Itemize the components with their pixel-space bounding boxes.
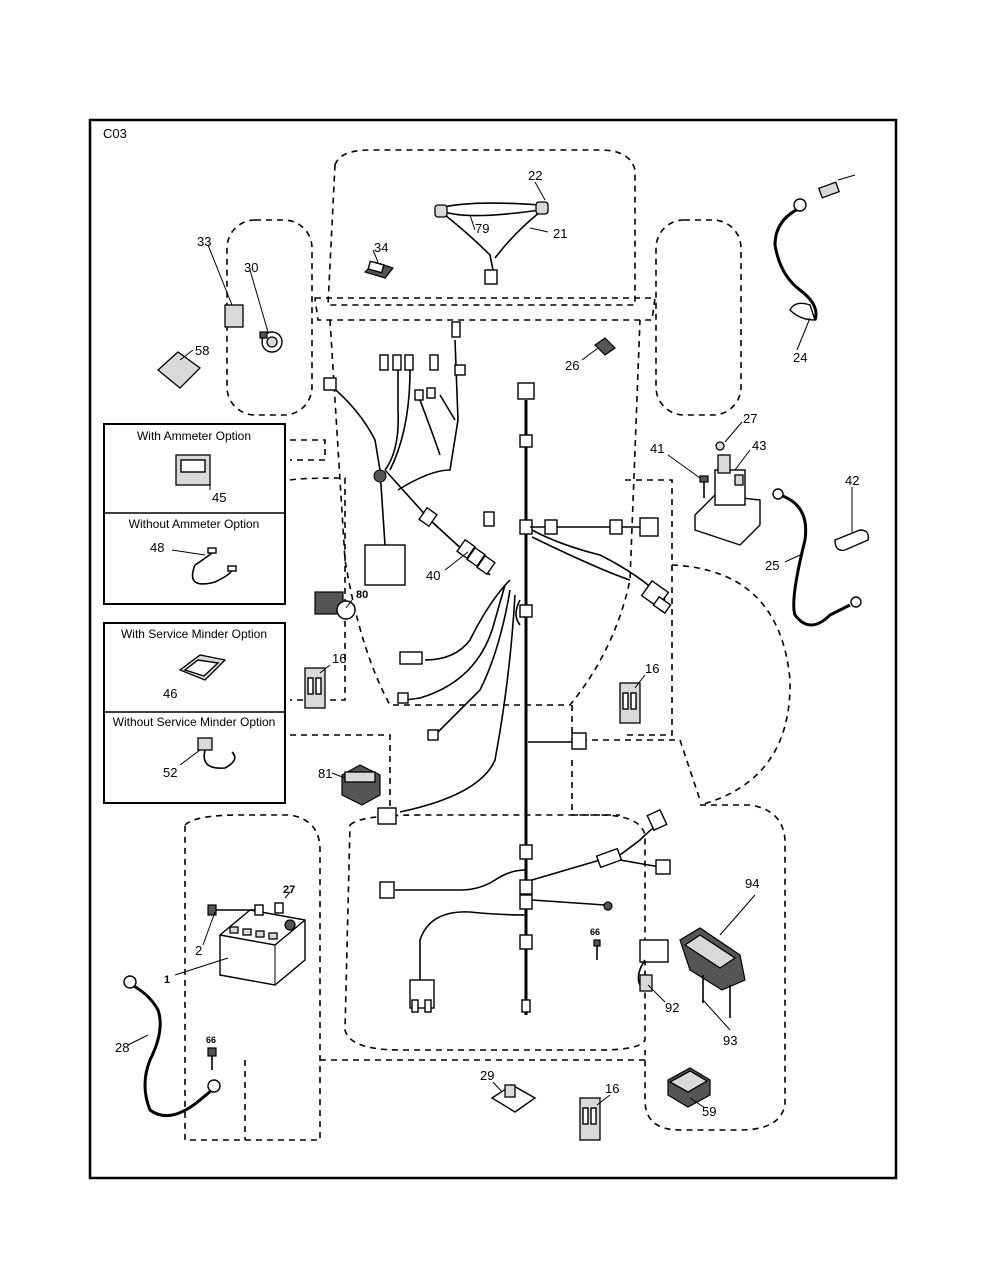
callout-16a: 16 <box>332 651 346 666</box>
callout-58: 58 <box>195 343 209 358</box>
callout-66b: 66 <box>206 1035 216 1045</box>
screw-66a-icon <box>593 939 601 960</box>
hour-meter-59-icon <box>667 1067 711 1108</box>
ammeter-gauge-icon <box>175 454 211 490</box>
callout-92: 92 <box>665 1000 679 1015</box>
seat-switch-connector-icon <box>409 979 435 1013</box>
callout-16b: 16 <box>645 661 659 676</box>
battery-icon <box>207 891 306 986</box>
minder-with-label: With Service Minder Option <box>121 627 267 641</box>
minder-without-label: Without Service Minder Option <box>113 715 276 729</box>
callout-21: 21 <box>553 226 567 241</box>
module-29-icon <box>490 1084 537 1113</box>
relay-80-icon <box>314 591 356 620</box>
callout-leaders <box>127 181 853 1109</box>
callout-40: 40 <box>426 568 440 583</box>
callout-93: 93 <box>723 1033 737 1048</box>
fuse-26-icon <box>594 337 616 356</box>
connector-16a-icon <box>304 667 326 709</box>
callout-42: 42 <box>845 473 859 488</box>
callout-27a: 27 <box>743 411 757 426</box>
callout-80: 80 <box>356 589 368 601</box>
ammeter-option-box: With Ammeter Option Without Ammeter Opti… <box>103 423 286 605</box>
callout-1: 1 <box>164 974 170 986</box>
service-minder-module-icon <box>178 654 227 681</box>
ammeter-jumper-wire-icon <box>171 547 237 585</box>
main-wire-harness <box>323 201 672 1015</box>
diagram-code: C03 <box>103 126 127 141</box>
callout-66a: 66 <box>590 927 600 937</box>
connector-16b-icon <box>619 682 641 724</box>
callout-43: 43 <box>752 438 766 453</box>
ignition-switch-icon <box>224 304 283 353</box>
callout-46: 46 <box>163 686 177 701</box>
callout-81: 81 <box>318 766 332 781</box>
callout-26: 26 <box>565 358 579 373</box>
callout-28: 28 <box>115 1040 129 1055</box>
starter-solenoid-43-icon <box>694 441 761 546</box>
callout-numbers: 22 21 79 34 33 30 58 26 24 27 41 43 42 2… <box>115 168 859 1119</box>
key-58-icon <box>157 351 201 389</box>
callout-27b: 27 <box>283 884 295 896</box>
switch-34-icon <box>363 260 395 279</box>
callout-24: 24 <box>793 350 807 365</box>
service-minder-plug-icon <box>179 737 236 769</box>
connector-16c-icon <box>579 1097 601 1141</box>
callout-52: 52 <box>163 765 177 780</box>
callout-25: 25 <box>765 558 779 573</box>
callout-59: 59 <box>702 1104 716 1119</box>
callout-34: 34 <box>374 240 388 255</box>
callout-33: 33 <box>197 234 211 249</box>
callout-48: 48 <box>150 540 164 555</box>
callout-79: 79 <box>475 221 489 236</box>
relay-81-icon <box>341 764 381 806</box>
callout-16c: 16 <box>605 1081 619 1096</box>
ammeter-without-label: Without Ammeter Option <box>129 517 260 531</box>
callout-94: 94 <box>745 876 759 891</box>
ground-cable-28-icon <box>123 975 221 1118</box>
callout-2: 2 <box>195 943 202 958</box>
callout-41: 41 <box>650 441 664 456</box>
starter-cable-25-icon <box>772 488 862 627</box>
callout-29: 29 <box>480 1068 494 1083</box>
service-minder-option-box: With Service Minder Option Without Servi… <box>103 622 286 804</box>
callout-30: 30 <box>244 260 258 275</box>
callout-22: 22 <box>528 168 542 183</box>
ammeter-with-label: With Ammeter Option <box>137 429 251 443</box>
terminal-boot-42-icon <box>834 529 870 551</box>
pto-switch-94-icon <box>637 927 746 1018</box>
battery-cable-24-icon <box>773 174 856 321</box>
screw-66b-icon <box>207 1047 217 1070</box>
callout-45: 45 <box>212 490 226 505</box>
